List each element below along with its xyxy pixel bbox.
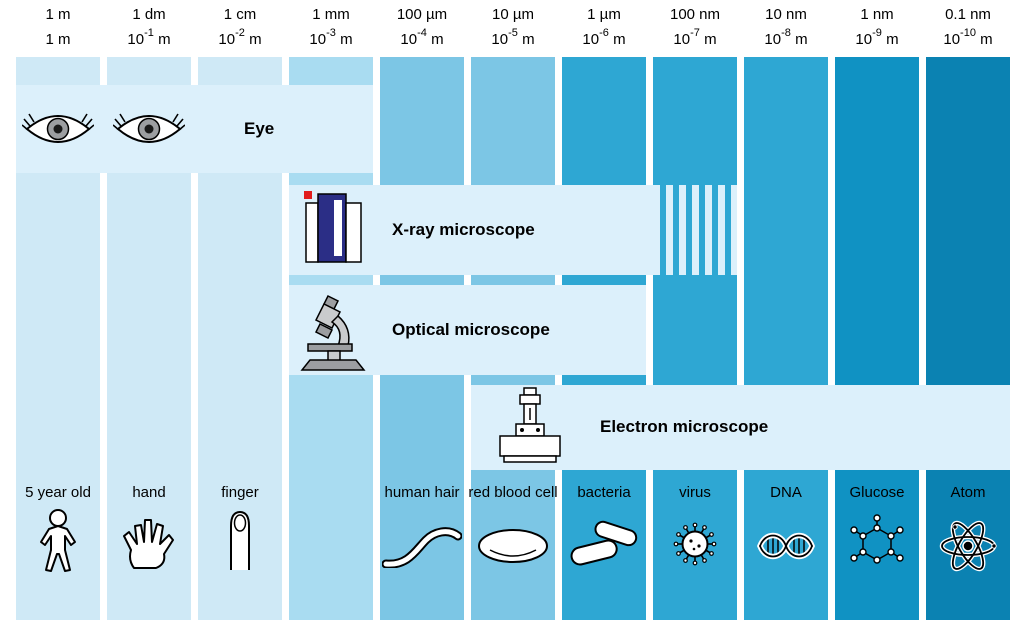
power-label: 10-9 m <box>855 27 899 48</box>
child-icon <box>40 509 76 572</box>
red-blood-cell-icon <box>478 529 548 563</box>
scale-label: 1 mm <box>312 6 350 23</box>
power-label: 10-3 m <box>309 27 353 48</box>
dna-icon <box>757 532 815 560</box>
power-label: 10-7 m <box>673 27 717 48</box>
power-label: 10-6 m <box>582 27 626 48</box>
scale-label: 10 nm <box>765 6 807 23</box>
scale-label: 100 nm <box>669 6 721 23</box>
scale-label: 1 µm <box>587 6 621 23</box>
eye-icon <box>113 113 185 143</box>
item-label: red blood cell <box>468 484 558 501</box>
power-label: 10-2 m <box>218 27 262 48</box>
power-label: 10-8 m <box>764 27 808 48</box>
virus-icon <box>673 522 717 566</box>
scale-label: 0.1 nm <box>945 6 991 23</box>
optical-microscope-icon <box>300 294 366 371</box>
item-label: hand <box>132 484 166 501</box>
power-label: 1 m <box>45 31 71 48</box>
scale-label: 1 cm <box>223 6 257 23</box>
column-01nm <box>926 57 1010 620</box>
scale-label: 100 µm <box>396 6 448 23</box>
power-label: 10-1 m <box>127 27 171 48</box>
item-label: DNA <box>770 484 802 501</box>
optical-band-label: Optical microscope <box>392 320 550 339</box>
finger-icon <box>230 510 250 570</box>
item-label: bacteria <box>577 484 631 501</box>
electron-microscope-icon <box>499 387 561 463</box>
item-label: human hair <box>384 484 460 501</box>
eye-band-label: Eye <box>244 119 275 138</box>
scale-label: 1 dm <box>132 6 166 23</box>
xray-band-label: X-ray microscope <box>392 220 535 239</box>
item-label: 5 year old <box>25 484 91 501</box>
xray-band-fade <box>653 185 737 275</box>
electron-band <box>471 385 1010 470</box>
item-label: Glucose <box>849 484 905 501</box>
item-label: Atom <box>950 484 986 501</box>
item-label: virus <box>679 484 711 501</box>
xray-microscope-icon <box>304 191 362 263</box>
column-10nm <box>744 57 828 620</box>
hand-icon <box>123 519 174 569</box>
scale-label: 10 µm <box>492 6 534 23</box>
bacteria-icon <box>570 520 638 566</box>
glucose-icon <box>850 514 904 564</box>
scale-label: 1 nm <box>860 6 894 23</box>
power-label: 10-10 m <box>943 27 993 48</box>
eye-icon <box>22 113 94 143</box>
human-hair-icon <box>382 527 462 568</box>
scale-label: 1 m <box>45 6 71 23</box>
power-label: 10-4 m <box>400 27 444 48</box>
atom-icon <box>939 520 997 572</box>
power-label: 10-5 m <box>491 27 535 48</box>
electron-band-label: Electron microscope <box>600 417 769 436</box>
item-label: finger <box>221 484 259 501</box>
